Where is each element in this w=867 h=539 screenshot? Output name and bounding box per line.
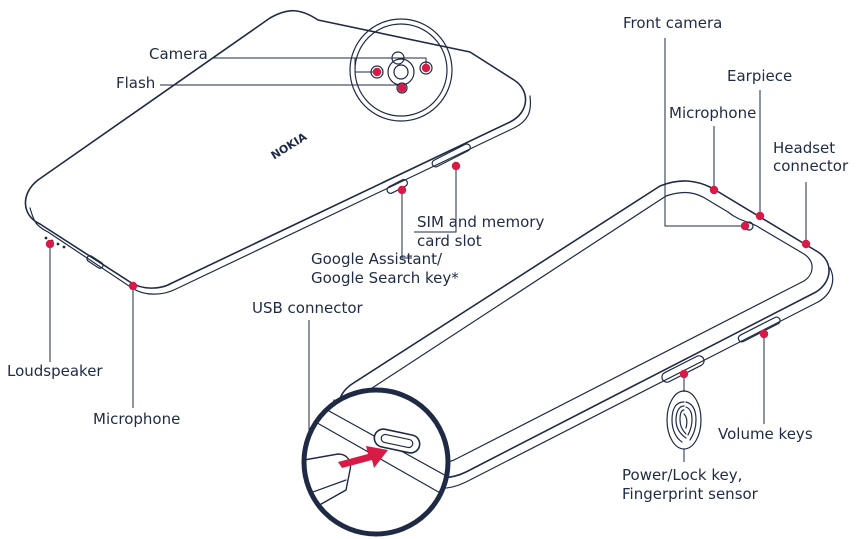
fingerprint-icon bbox=[666, 390, 702, 450]
back-phone: NOKIA bbox=[24, 9, 532, 295]
label-power-line1: Power/Lock key, bbox=[622, 466, 742, 484]
label-camera: Camera bbox=[149, 45, 208, 63]
label-sim-line2: card slot bbox=[417, 232, 482, 250]
usb-magnifier bbox=[301, 387, 451, 537]
magnified-usb-inner bbox=[380, 433, 414, 449]
volume-dot bbox=[759, 329, 769, 339]
label-headset-line2: connector bbox=[773, 157, 849, 175]
sim-slot bbox=[431, 143, 471, 168]
flash-lens bbox=[396, 82, 408, 94]
front-camera-dot bbox=[740, 221, 750, 231]
label-front-camera: Front camera bbox=[623, 14, 722, 32]
insert-arrow bbox=[338, 446, 388, 468]
label-microphone-bottom: Microphone bbox=[93, 410, 180, 428]
label-power-line2: Fingerprint sensor bbox=[622, 485, 759, 503]
bottom-microphone-dot bbox=[128, 281, 138, 291]
sim-dot bbox=[451, 161, 461, 171]
label-sim-line1: SIM and memory bbox=[417, 213, 544, 231]
flash-dot bbox=[397, 83, 407, 93]
callout-dots bbox=[45, 63, 811, 379]
headset-dot bbox=[801, 239, 811, 249]
label-loudspeaker: Loudspeaker bbox=[7, 362, 103, 380]
camera-dot-2 bbox=[372, 67, 382, 77]
top-microphone-dot bbox=[709, 185, 719, 195]
label-volume: Volume keys bbox=[718, 425, 813, 443]
camera-ring bbox=[349, 18, 453, 122]
main-lens-inner bbox=[393, 64, 409, 80]
labels: Camera Flash Front camera Earpiece Micro… bbox=[7, 14, 849, 503]
label-microphone-top: Microphone bbox=[669, 104, 756, 122]
label-flash: Flash bbox=[116, 74, 155, 92]
back-phone-rim bbox=[29, 95, 532, 295]
back-phone-body bbox=[24, 9, 527, 289]
back-usb-port bbox=[86, 255, 104, 269]
loudspeaker-dot bbox=[45, 239, 55, 249]
earpiece-dot bbox=[755, 211, 765, 221]
label-assistant-line2: Google Search key* bbox=[311, 269, 459, 287]
power-dot bbox=[679, 369, 689, 379]
assistant-dot bbox=[397, 185, 407, 195]
magnifier-ring bbox=[301, 387, 451, 537]
label-usb: USB connector bbox=[252, 299, 364, 317]
label-headset-line1: Headset bbox=[773, 139, 835, 157]
label-earpiece: Earpiece bbox=[727, 67, 792, 85]
label-assistant-line1: Google Assistant/ bbox=[311, 250, 443, 268]
camera-dot bbox=[421, 63, 431, 73]
